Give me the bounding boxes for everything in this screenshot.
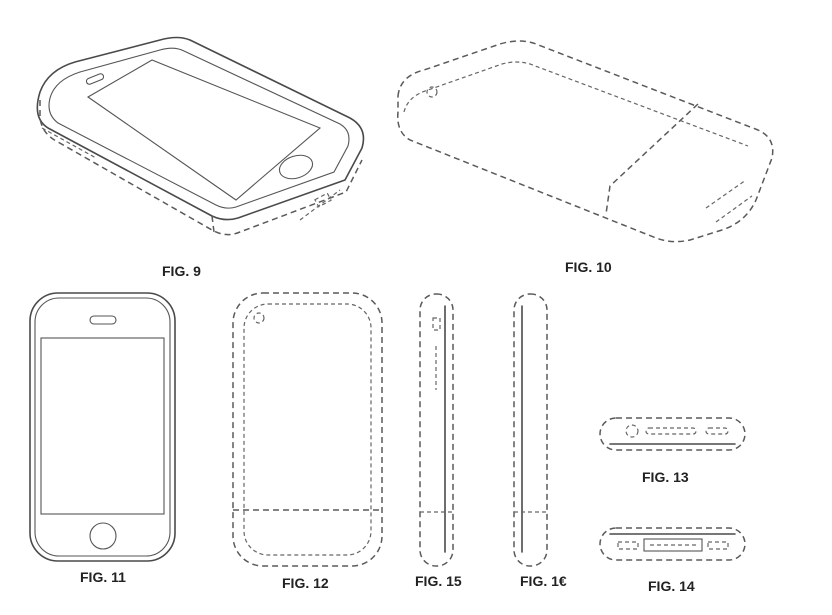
figure-10-perspective-rear: FIG. 10 [397,40,774,275]
figure-15-side-view: FIG. 15 [415,293,462,589]
figure-12-label: FIG. 12 [282,575,329,591]
figure-11-label: FIG. 11 [80,569,126,585]
figure-16-side-view: FIG. 1€ [513,293,567,589]
figure-13-top-view: FIG. 13 [599,417,746,485]
figure-10-label: FIG. 10 [565,259,612,275]
figure-14-bottom-view: FIG. 14 [599,527,746,594]
figure-12-rear-view: FIG. 12 [232,292,383,591]
figure-14-label: FIG. 14 [648,578,695,594]
figure-15-label: FIG. 15 [415,573,462,589]
figure-11-front-view: FIG. 11 [29,292,176,585]
figure-16-label: FIG. 1€ [520,573,567,589]
figure-13-label: FIG. 13 [642,469,689,485]
figure-9-label: FIG. 9 [162,263,201,279]
figure-9-perspective-front: FIG. 9 [36,36,365,279]
